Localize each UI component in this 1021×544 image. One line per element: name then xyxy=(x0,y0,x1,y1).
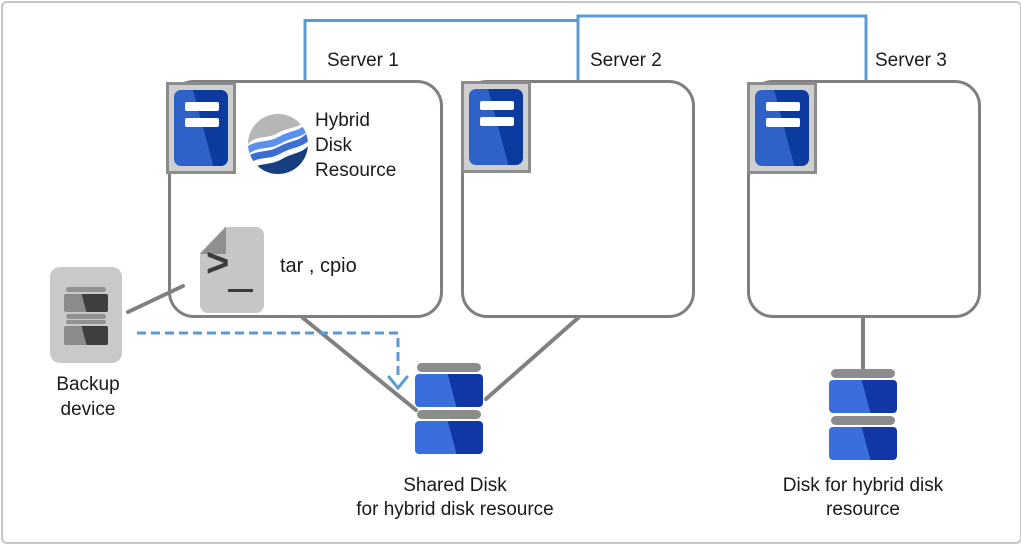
backup-device-icon xyxy=(50,267,122,363)
shared-disk-label-line1: Shared Disk xyxy=(403,475,507,496)
shared-disk-label: Shared Disk for hybrid disk resource xyxy=(330,474,580,522)
server-screen xyxy=(469,89,523,165)
hybrid-disk-icon xyxy=(829,369,897,460)
shared-disk-icon xyxy=(415,363,483,454)
disk-cap xyxy=(831,416,895,425)
backup-tools-label: tar , cpio xyxy=(280,255,357,277)
backup-slot xyxy=(64,326,108,345)
backup-flow-dashed-line xyxy=(137,331,400,376)
prompt-glyph: > xyxy=(206,241,230,285)
server-bar xyxy=(480,117,514,126)
link-server1-to-shared-disk xyxy=(301,316,418,412)
server-bar xyxy=(766,102,800,111)
server-screen xyxy=(755,90,809,166)
backup-slot xyxy=(64,294,108,312)
disk-cap xyxy=(831,369,895,378)
server-screen xyxy=(174,90,228,166)
backup-flow-arrowhead-icon xyxy=(387,375,409,391)
hybrid-disk-resource-icon xyxy=(248,114,308,174)
disk-platter xyxy=(829,380,897,413)
backup-vent xyxy=(66,287,106,292)
server-bar xyxy=(185,118,219,127)
server3-icon xyxy=(747,82,817,174)
server2-icon xyxy=(461,81,531,173)
server-bar xyxy=(480,101,514,110)
server1-label: Server 1 xyxy=(327,50,399,71)
disk-platter xyxy=(415,421,483,454)
disk-platter xyxy=(415,374,483,407)
hybrid-disk-resource-label: Hybrid Disk Resource xyxy=(315,110,397,181)
backup-vent xyxy=(66,314,106,319)
server-bar xyxy=(185,102,219,111)
underscore-glyph xyxy=(228,289,253,292)
backup-vent xyxy=(66,320,106,324)
backup-device-label: Backup device xyxy=(56,374,120,420)
disk-platter xyxy=(829,427,897,460)
hybrid-disk-label: Disk for hybrid disk resource xyxy=(782,475,944,520)
server-bar xyxy=(766,118,800,127)
shell-script-icon: > xyxy=(200,227,264,313)
link-server2-to-shared-disk xyxy=(484,316,580,401)
server3-label: Server 3 xyxy=(875,50,947,71)
server2-label: Server 2 xyxy=(590,50,662,71)
shared-disk-label-line2: for hybrid disk resource xyxy=(356,499,554,520)
disk-cap xyxy=(417,410,481,419)
disk-cap xyxy=(417,363,481,372)
server1-icon xyxy=(166,82,236,174)
